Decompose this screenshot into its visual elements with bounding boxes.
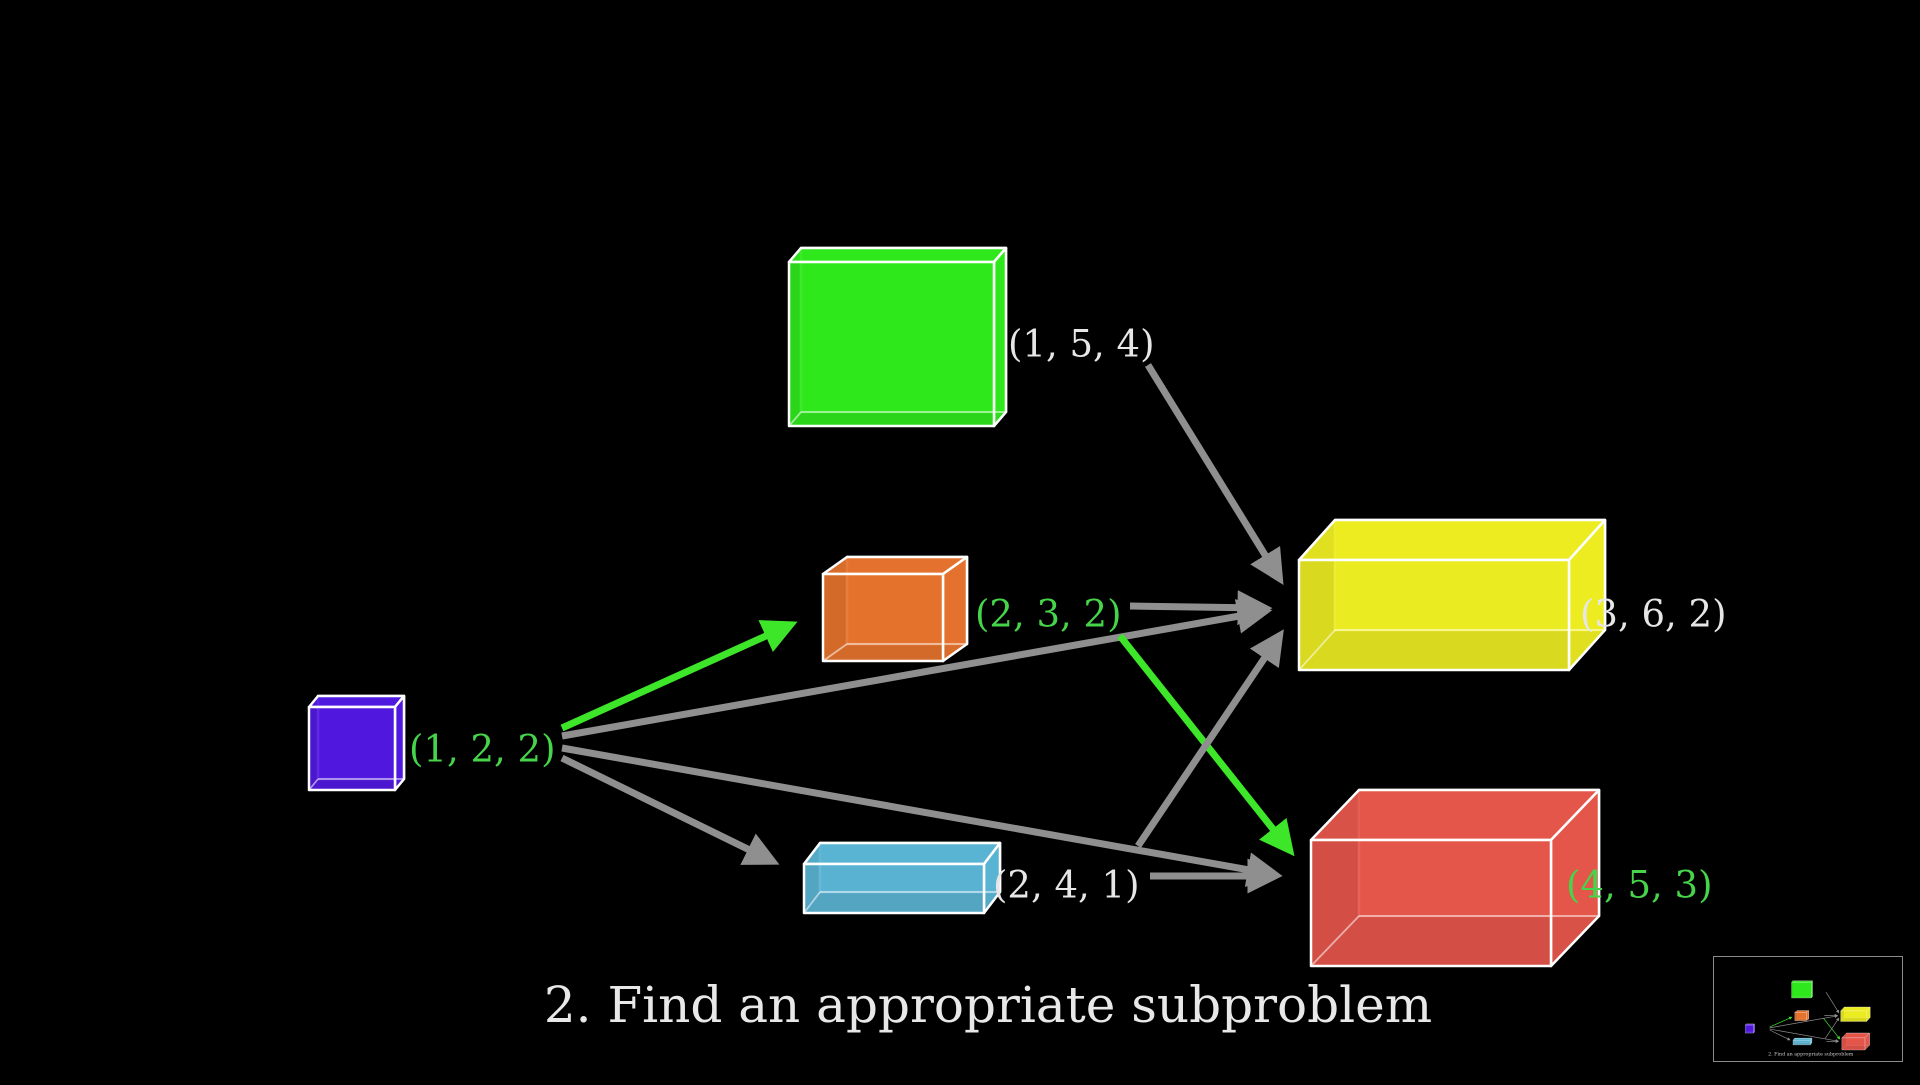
box-green bbox=[789, 248, 1006, 426]
caption: 2. Find an appropriate subproblem bbox=[544, 976, 1432, 1034]
minimap-diagram: 2. Find an appropriate subproblem bbox=[1714, 957, 1902, 1061]
arrow-orange-to-yellow bbox=[1130, 606, 1262, 608]
minimap-content: 2. Find an appropriate subproblem bbox=[1745, 981, 1870, 1058]
box-label-yellow: (3, 6, 2) bbox=[1580, 593, 1727, 636]
arrow-purple-to-blue bbox=[562, 758, 770, 860]
box-label-blue: (2, 4, 1) bbox=[993, 864, 1140, 907]
box-label-orange: (2, 3, 2) bbox=[975, 593, 1122, 636]
boxes-layer bbox=[309, 248, 1605, 966]
box-label-green: (1, 5, 4) bbox=[1008, 323, 1155, 366]
box-yellow bbox=[1299, 520, 1605, 670]
arrow-blue-to-yellow bbox=[1138, 638, 1278, 846]
arrow-green-to-yellow bbox=[1148, 365, 1278, 576]
box-label-purple: (1, 2, 2) bbox=[409, 728, 556, 771]
box-purple bbox=[309, 696, 404, 790]
box-label-red: (4, 5, 3) bbox=[1566, 864, 1713, 907]
box-red bbox=[1311, 790, 1599, 966]
box-blue bbox=[804, 843, 1000, 913]
box-orange bbox=[823, 557, 967, 661]
minimap-thumbnail[interactable]: 2. Find an appropriate subproblem bbox=[1713, 956, 1903, 1062]
minimap-caption: 2. Find an appropriate subproblem bbox=[1768, 1051, 1854, 1057]
